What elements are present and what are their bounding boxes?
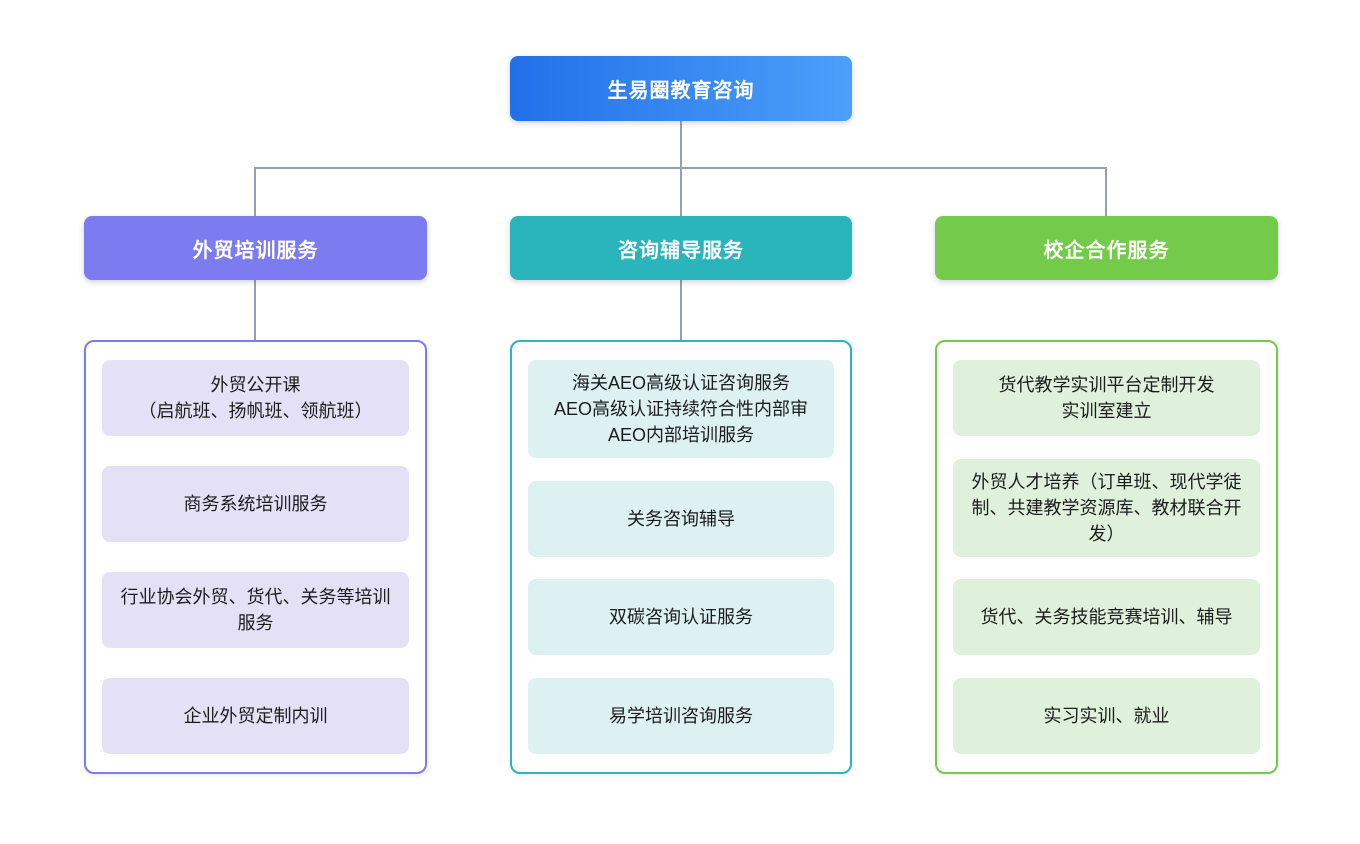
service-item: 海关AEO高级认证咨询服务 AEO高级认证持续符合性内部审 AEO内部培训服务: [528, 360, 834, 459]
connector-root-stem: [680, 121, 682, 168]
connector-header-group-2: [680, 280, 682, 340]
service-item: 外贸人才培养（订单班、现代学徒制、共建教学资源库、教材联合开发）: [953, 458, 1260, 557]
connector-drop-branch-3: [1105, 167, 1107, 216]
service-item: 货代、关务技能竞赛培训、辅导: [953, 579, 1260, 656]
branch-header-consulting-coaching: 咨询辅导服务: [510, 216, 852, 280]
connector-header-group-1: [254, 280, 256, 340]
branch-group-school-enterprise: 货代教学实训平台定制开发 实训室建立 外贸人才培养（订单班、现代学徒制、共建教学…: [935, 340, 1278, 774]
branch-header-foreign-trade-training: 外贸培训服务: [84, 216, 427, 280]
root-node-label: 生易圈教育咨询: [607, 80, 755, 102]
connector-drop-branch-1: [254, 167, 256, 216]
service-item: 货代教学实训平台定制开发 实训室建立: [953, 360, 1260, 436]
service-item: 企业外贸定制内训: [102, 678, 409, 754]
service-item: 外贸公开课 （启航班、扬帆班、领航班）: [102, 360, 409, 436]
connector-drop-branch-2: [680, 167, 682, 216]
branch-header-label: 外贸培训服务: [192, 239, 319, 262]
service-item: 易学培训咨询服务: [528, 677, 834, 754]
branch-header-label: 校企合作服务: [1043, 239, 1170, 262]
service-item: 行业协会外贸、货代、关务等培训服务: [102, 572, 409, 648]
branch-header-label: 咨询辅导服务: [618, 239, 744, 262]
service-item: 双碳咨询认证服务: [528, 579, 834, 656]
service-item: 实习实训、就业: [953, 677, 1260, 754]
branch-group-consulting-coaching: 海关AEO高级认证咨询服务 AEO高级认证持续符合性内部审 AEO内部培训服务 …: [510, 340, 852, 774]
service-item: 关务咨询辅导: [528, 480, 834, 557]
branch-group-foreign-trade-training: 外贸公开课 （启航班、扬帆班、领航班） 商务系统培训服务 行业协会外贸、货代、关…: [84, 340, 427, 774]
branch-header-school-enterprise: 校企合作服务: [935, 216, 1278, 280]
service-item: 商务系统培训服务: [102, 466, 409, 542]
root-node: 生易圈教育咨询: [510, 56, 852, 121]
